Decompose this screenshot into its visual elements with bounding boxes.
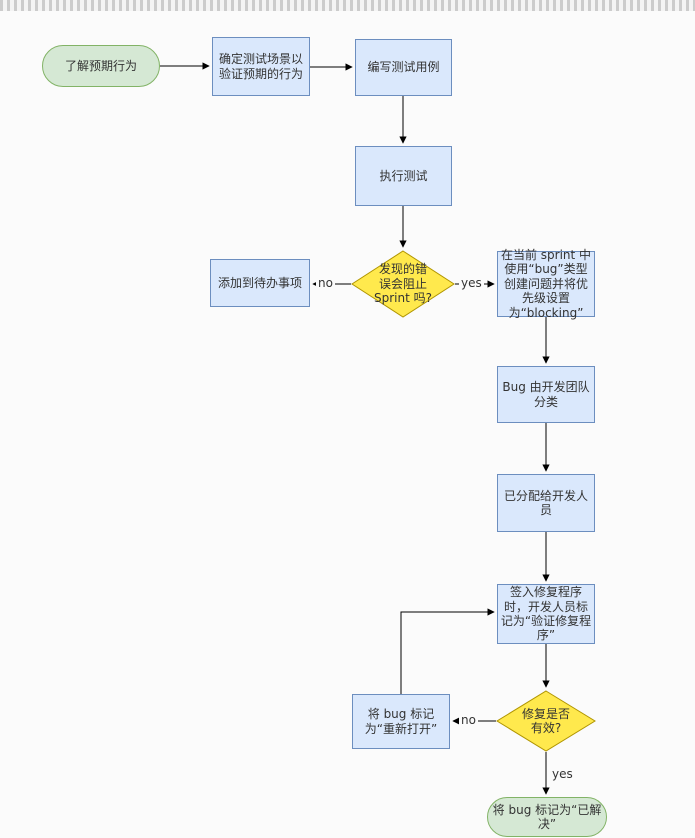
node-start[interactable]: 了解预期行为 [42, 45, 160, 87]
node-add-to-backlog[interactable]: 添加到待办事项 [210, 259, 310, 307]
node-mark-resolved[interactable]: 将 bug 标记为“已解决” [487, 797, 607, 837]
node-write-test-cases-label: 编写测试用例 [367, 60, 440, 75]
flowchart-canvas: 了解预期行为 确定测试场景以验证预期的行为 编写测试用例 执行测试 发现的错误会… [0, 11, 695, 838]
node-mark-resolved-label: 将 bug 标记为“已解决” [492, 802, 602, 831]
diamond-shape [351, 250, 455, 318]
window-top-stripes [0, 0, 695, 11]
edge-label-verify-yes: yes [550, 767, 575, 781]
node-blocker-decision[interactable]: 发现的错误会阻止 Sprint 吗? [351, 250, 455, 318]
diamond-shape [496, 690, 596, 752]
node-create-bug-issue-label: 在当前 sprint 中使用“bug”类型创建问题并将优先级设置为“blocki… [500, 248, 592, 320]
edge-label-blocker-no: no [316, 276, 335, 290]
node-checkin-fix-label: 签入修复程序时，开发人员标记为“验证修复程序” [500, 585, 592, 643]
node-mark-reopened-label: 将 bug 标记为“重新打开” [364, 707, 438, 736]
edge-label-blocker-yes: yes [459, 276, 484, 290]
node-blocker-decision-label: 发现的错误会阻止 Sprint 吗? [374, 262, 432, 306]
edge-reopen-back-to-checkin [400, 608, 495, 694]
node-execute-tests[interactable]: 执行测试 [355, 146, 452, 206]
node-checkin-fix[interactable]: 签入修复程序时，开发人员标记为“验证修复程序” [497, 584, 595, 644]
node-create-bug-issue[interactable]: 在当前 sprint 中使用“bug”类型创建问题并将优先级设置为“blocki… [497, 248, 595, 320]
node-triage-by-dev-team-label: Bug 由开发团队分类 [502, 380, 590, 409]
edge-label-verify-no: no [459, 713, 478, 727]
node-verify-decision-label: 修复是否有效? [521, 706, 570, 735]
node-execute-tests-label: 执行测试 [379, 168, 428, 183]
node-triage-by-dev-team[interactable]: Bug 由开发团队分类 [497, 366, 595, 423]
node-mark-reopened[interactable]: 将 bug 标记为“重新打开” [352, 694, 450, 749]
node-write-test-cases[interactable]: 编写测试用例 [355, 39, 452, 96]
node-add-to-backlog-label: 添加到待办事项 [217, 275, 302, 290]
node-assigned-to-developer-label: 已分配给开发人员 [503, 488, 588, 517]
node-define-scenarios[interactable]: 确定测试场景以验证预期的行为 [212, 37, 310, 96]
node-assigned-to-developer[interactable]: 已分配给开发人员 [497, 474, 595, 532]
node-define-scenarios-label: 确定测试场景以验证预期的行为 [218, 52, 303, 81]
node-start-label: 了解预期行为 [64, 58, 137, 73]
node-verify-decision[interactable]: 修复是否有效? [496, 690, 596, 752]
